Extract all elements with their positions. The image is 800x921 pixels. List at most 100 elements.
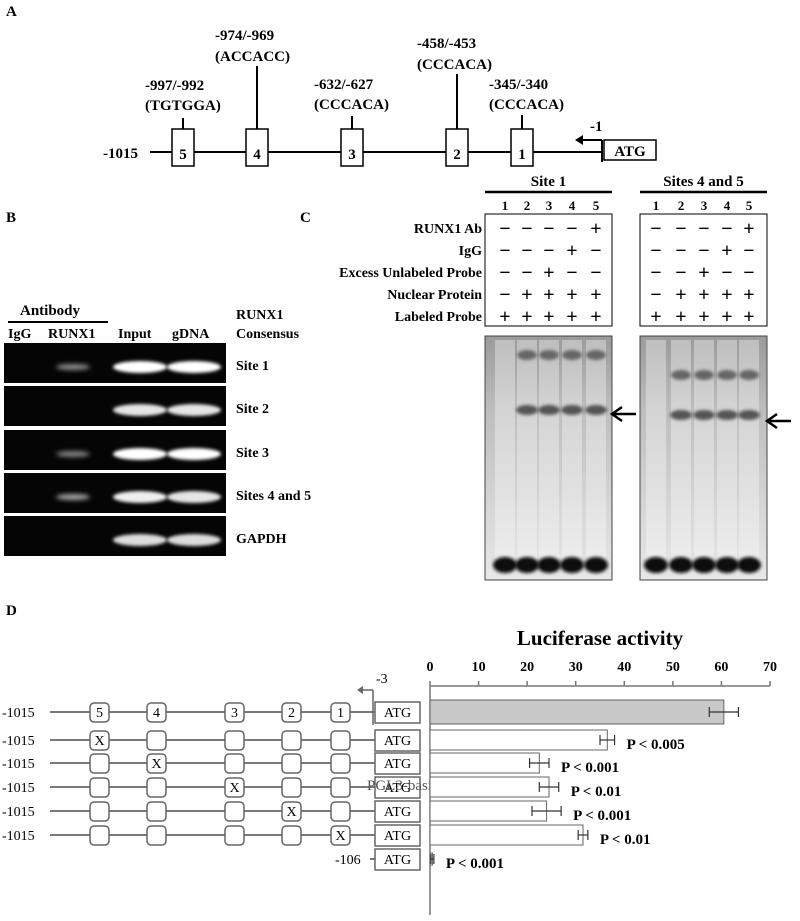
construct-site-box	[281, 801, 302, 822]
construct-start: -1015	[2, 829, 35, 844]
lane-number: 2	[678, 198, 685, 213]
site-position-4: -974/-969	[215, 28, 274, 44]
condition-sign: −	[650, 218, 661, 240]
site-position-2: -458/-453	[417, 36, 476, 52]
mutation-mark: X	[286, 805, 296, 820]
condition-sign: +	[521, 306, 532, 328]
construct-site-number: 4	[153, 706, 160, 721]
chip-row-label: Site 3	[236, 446, 269, 461]
promoter-start-label: -1015	[103, 146, 138, 162]
condition-sign: −	[590, 240, 601, 262]
gel-lane	[717, 340, 737, 570]
condition-sign: −	[743, 262, 754, 284]
consensus-header-2: Consensus	[236, 327, 300, 342]
x-tick-label: 70	[763, 660, 777, 675]
lane-number: 4	[724, 198, 731, 213]
site-sequence-3: (CCCACA)	[314, 97, 389, 113]
construct-atg-box	[374, 824, 421, 847]
construct-start: -1015	[2, 734, 35, 749]
gel-band	[113, 491, 167, 503]
gel-band	[113, 361, 167, 373]
p-value-label: P < 0.01	[600, 832, 651, 848]
free-probe-band	[560, 557, 584, 573]
gel-band	[167, 448, 221, 460]
condition-matrix-frame	[484, 213, 613, 327]
chip-row-label: Sites 4 and 5	[236, 489, 311, 504]
condition-sign: +	[721, 240, 732, 262]
site-box-5	[171, 128, 195, 167]
gel-band	[113, 404, 167, 416]
construct-atg-box	[374, 752, 421, 775]
x-tick-label: 20	[520, 660, 534, 675]
shifted-band	[561, 405, 583, 415]
luciferase-bar	[429, 699, 725, 725]
luciferase-bar	[429, 800, 548, 822]
x-tick-label: 50	[666, 660, 680, 675]
panel-c-label: C	[300, 210, 311, 226]
emsa-gel-title: Site 1	[531, 174, 566, 190]
gel-lane	[586, 340, 606, 570]
construct-site-box	[224, 825, 245, 846]
condition-sign: −	[543, 218, 554, 240]
construct-site-box	[89, 730, 110, 751]
well-band	[739, 370, 759, 380]
condition-sign: +	[566, 240, 577, 262]
condition-sign: +	[590, 284, 601, 306]
atg-label: ATG	[614, 144, 646, 160]
site-number-4: 4	[253, 147, 261, 163]
chip-gel-row: Site 1	[4, 343, 269, 383]
p-value-label: P < 0.005	[627, 737, 685, 753]
condition-sign: −	[650, 262, 661, 284]
condition-sign: −	[499, 284, 510, 306]
mutation-mark: X	[94, 734, 104, 749]
mutation-mark: X	[229, 781, 239, 796]
site-number-1: 1	[518, 147, 526, 163]
site-number-5: 5	[179, 147, 187, 163]
construct-atg-box	[374, 729, 421, 752]
construct-start: -1015	[2, 757, 35, 772]
panel-d-label: D	[6, 603, 17, 619]
column-runx1: RUNX1	[48, 327, 95, 342]
column-igg: IgG	[8, 327, 31, 342]
site-position-5: -997/-992	[145, 78, 204, 94]
site-sequence-5: (TGTGGA)	[145, 98, 221, 114]
condition-sign: +	[543, 262, 554, 284]
construct-site-box	[146, 777, 167, 798]
well-band	[517, 350, 537, 360]
site-sequence-2: (CCCACA)	[417, 57, 492, 73]
gel-band	[56, 364, 90, 370]
condition-sign: +	[743, 306, 754, 328]
condition-sign: −	[675, 262, 686, 284]
shifted-band	[538, 405, 560, 415]
construct-start: -1015	[2, 805, 35, 820]
emsa-condition-label: Labeled Probe	[395, 310, 482, 325]
site-box-3	[340, 128, 364, 167]
tss-label: -1	[590, 119, 603, 135]
construct-site-box	[330, 730, 351, 751]
condition-sign: −	[743, 240, 754, 262]
condition-sign: −	[521, 218, 532, 240]
p-value-label: P < 0.001	[446, 856, 504, 872]
free-probe-band	[692, 557, 716, 573]
site-box-4	[245, 128, 269, 167]
construct-start: -1015	[2, 706, 35, 721]
construct-atg-box	[374, 701, 421, 724]
construct-site-box	[330, 825, 351, 846]
shifted-band	[738, 410, 760, 420]
condition-sign: +	[721, 284, 732, 306]
condition-sign: +	[698, 306, 709, 328]
condition-sign: +	[675, 306, 686, 328]
construct-site-box	[281, 825, 302, 846]
condition-sign: +	[698, 284, 709, 306]
well-band	[717, 370, 737, 380]
tss-arrowhead-icon	[575, 135, 583, 145]
